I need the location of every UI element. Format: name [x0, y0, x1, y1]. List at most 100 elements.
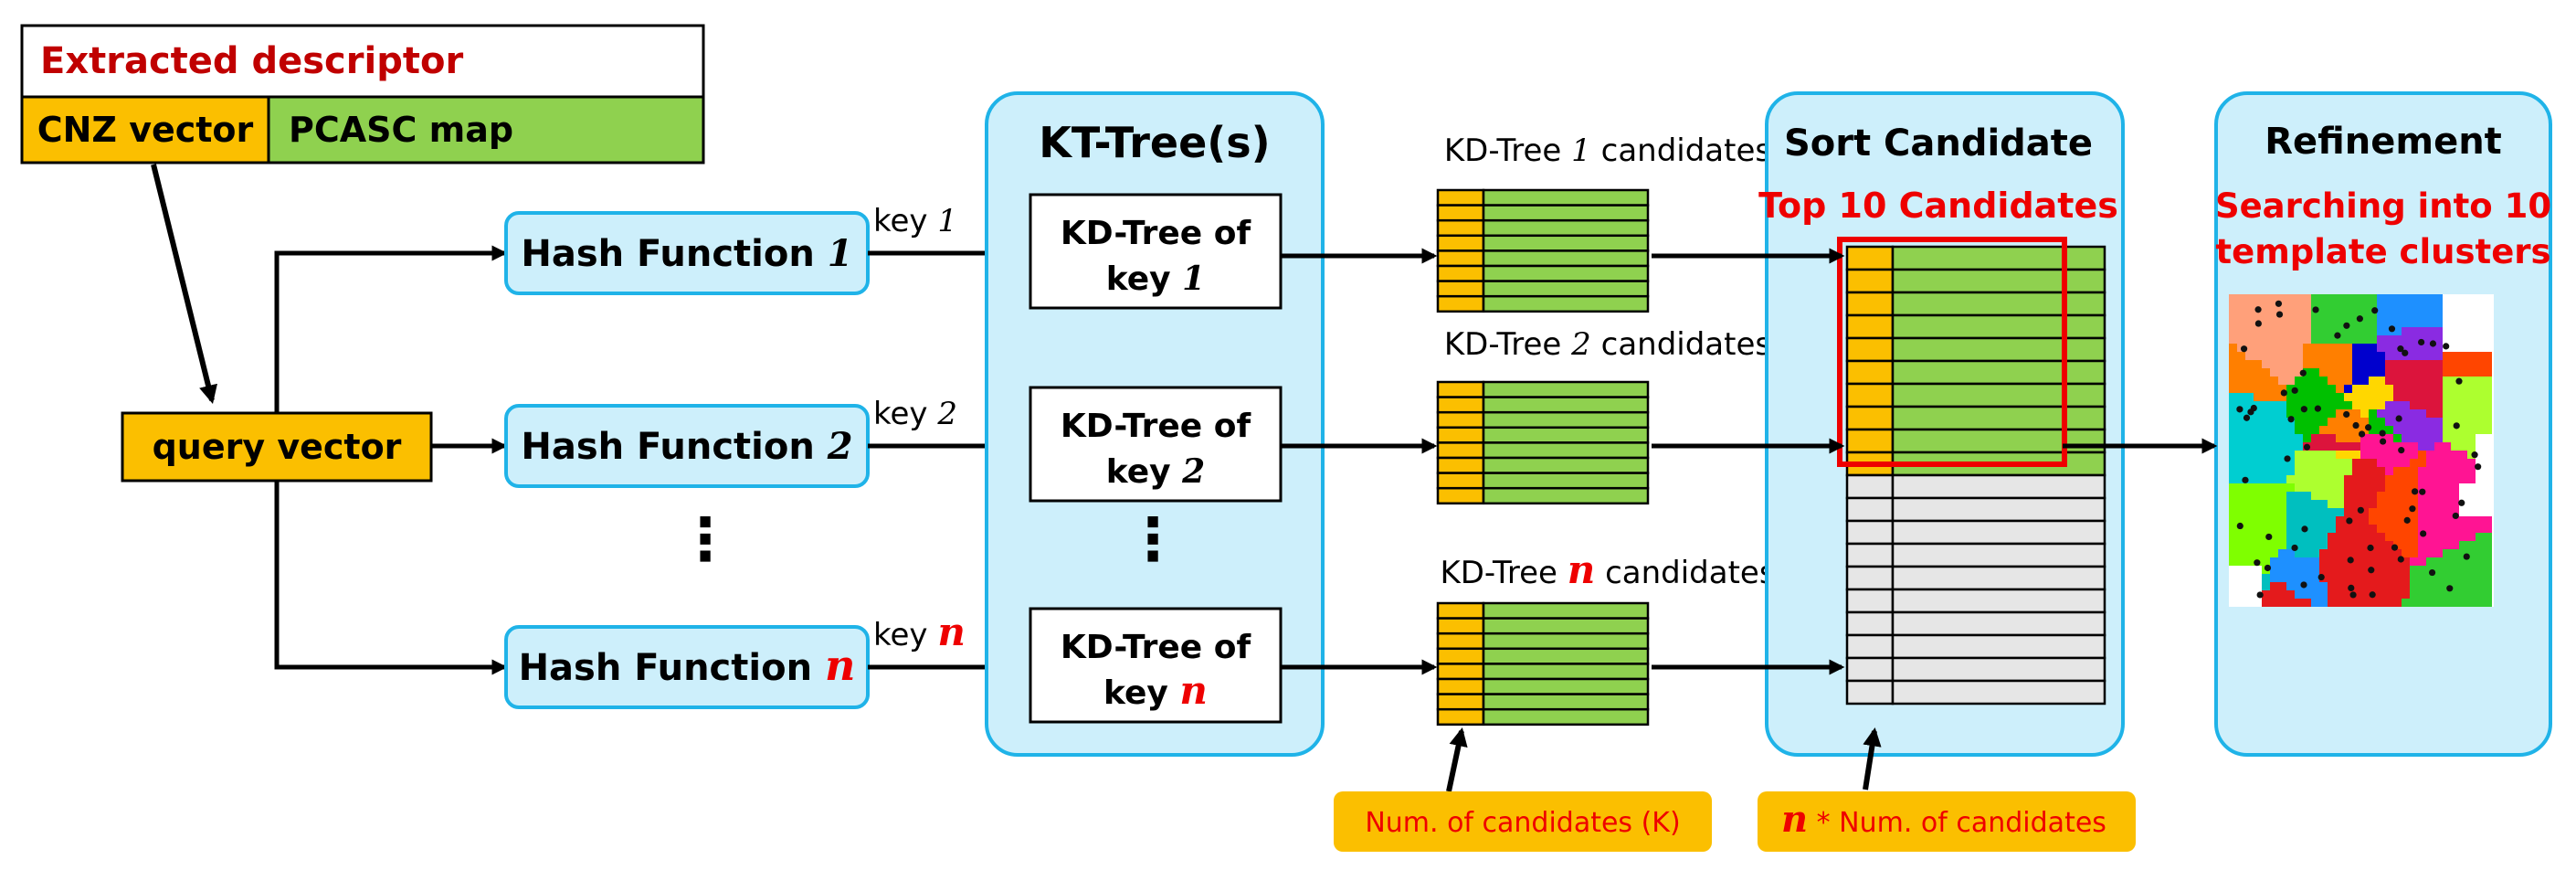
candidate-row-key — [1845, 405, 1895, 431]
top-candidates-label: Top 10 Candidates — [1758, 186, 2118, 226]
kd-tree-line2: key 2 — [1106, 452, 1205, 491]
k-note-label: Num. of candidates (K) — [1365, 807, 1680, 839]
candidate-row-value — [1891, 382, 2106, 408]
candidate-row-value — [1891, 588, 2106, 614]
n-note: n * Num. of candidates — [1758, 791, 2136, 852]
candidate-row-key — [1845, 313, 1895, 340]
k-note-arrow — [1446, 727, 1468, 792]
candidate-list-3 — [1436, 601, 1650, 727]
candidate-row-value — [1482, 693, 1650, 711]
refinement-panel: Refinement Searching into 10 template cl… — [2214, 91, 2552, 757]
candidate-row-value — [1482, 234, 1650, 252]
candidate-row-value — [1482, 677, 1650, 695]
candidate-row-key — [1436, 264, 1485, 282]
candidate-row-value — [1891, 245, 2106, 271]
candidate-row-value — [1482, 426, 1650, 444]
candidate-row-key — [1436, 380, 1485, 398]
candidate-row-key — [1436, 204, 1485, 222]
candidate-row-key — [1436, 426, 1485, 444]
candidate-list-label: KD-Tree n candidates — [1440, 547, 1775, 592]
hash-ellipsis: ⋮ — [676, 506, 734, 574]
candidate-row-value — [1482, 204, 1650, 222]
candidate-row-value — [1482, 380, 1650, 398]
hash-function-label: Hash Function n — [519, 641, 856, 690]
candidate-row-value — [1482, 396, 1650, 414]
candidate-row-key — [1845, 268, 1895, 294]
candidate-row-value — [1891, 633, 2106, 660]
kt-tree-title: KT-Tree(s) — [1039, 118, 1270, 167]
top-candidates-highlight — [1837, 237, 2067, 467]
key-label: key n — [873, 610, 966, 654]
kd-tree-key-prefix: key — [1106, 453, 1182, 491]
kd-tree-key-prefix: key — [1106, 260, 1182, 298]
candidate-label-suffix: candidates — [1591, 326, 1771, 363]
candidate-row-key — [1845, 382, 1895, 408]
candidate-row-key — [1436, 294, 1485, 313]
hash-function-prefix: Hash Function — [519, 647, 825, 689]
candidate-row-key — [1436, 472, 1485, 490]
candidate-row-value — [1482, 280, 1650, 298]
candidate-row-value — [1891, 428, 2106, 454]
candidate-row-key — [1845, 588, 1895, 614]
candidate-row-key — [1845, 656, 1895, 683]
candidate-row-value — [1482, 218, 1650, 238]
candidate-row-key — [1845, 519, 1895, 546]
candidate-row-value — [1891, 565, 2106, 591]
key-label: key 1 — [873, 203, 957, 239]
candidate-row-key — [1436, 693, 1485, 711]
candidate-row-key — [1845, 245, 1895, 271]
candidate-row-value — [1482, 441, 1650, 460]
candidate-label-prefix: KD-Tree — [1440, 555, 1567, 591]
candidate-row-key — [1845, 633, 1895, 660]
candidate-row-value — [1891, 610, 2106, 637]
k-note: Num. of candidates (K) — [1334, 791, 1712, 852]
candidate-row-value — [1482, 264, 1650, 282]
candidate-row-value — [1482, 472, 1650, 490]
kd-tree-line1: KD-Tree of — [1061, 408, 1251, 445]
sorted-rows — [1845, 245, 2106, 706]
refinement-subtitle-line2: template clusters — [2215, 232, 2550, 271]
candidate-row-value — [1482, 631, 1650, 651]
pcasc-map-box — [267, 95, 705, 164]
kd-tree-node-1: KD-Tree of key 1 — [1029, 193, 1283, 310]
key-label: key 2 — [873, 396, 957, 432]
candidate-row-value — [1891, 313, 2106, 340]
candidate-row-value — [1482, 249, 1650, 268]
hash-function-index: 1 — [828, 232, 853, 275]
candidate-list-label: KD-Tree 1 candidates — [1444, 133, 1771, 169]
candidate-row-key — [1845, 679, 1895, 706]
cnz-vector-label: CNZ vector — [37, 110, 254, 150]
candidate-row-key — [1436, 617, 1485, 635]
candidate-row-key — [1436, 677, 1485, 695]
candidate-row-key — [1436, 707, 1485, 727]
kt-ellipsis: ⋮ — [1124, 506, 1182, 574]
candidate-row-value — [1891, 496, 2106, 523]
candidate-row-key — [1436, 188, 1485, 207]
candidate-row-key — [1436, 486, 1485, 505]
kd-tree-line1: KD-Tree of — [1061, 215, 1251, 252]
hash-function-label: Hash Function 2 — [521, 425, 852, 468]
candidate-row-value — [1891, 291, 2106, 317]
n-note-arrow — [1863, 727, 1882, 790]
candidate-row-value — [1891, 268, 2106, 294]
candidate-row-key — [1436, 218, 1485, 238]
candidate-row-key — [1436, 441, 1485, 460]
candidate-label-index: 2 — [1570, 326, 1591, 363]
hash-function-prefix: Hash Function — [521, 233, 827, 275]
pcasc-map-label: PCASC map — [289, 110, 513, 150]
candidate-row-key — [1436, 234, 1485, 252]
candidate-label-prefix: KD-Tree — [1444, 326, 1571, 363]
kd-tree-box — [1029, 193, 1283, 310]
hash-function-1: Hash Function 1 key 1 — [504, 203, 1038, 295]
kd-tree-line2: key 1 — [1106, 260, 1205, 298]
candidate-row-value — [1482, 647, 1650, 665]
candidate-row-value — [1891, 405, 2106, 431]
candidate-row-value — [1891, 336, 2106, 363]
candidate-row-key — [1845, 336, 1895, 363]
candidate-row-value — [1891, 679, 2106, 706]
candidate-row-key — [1845, 542, 1895, 568]
candidate-label-index: 1 — [1571, 133, 1591, 169]
kd-tree-key-index: 1 — [1182, 260, 1205, 298]
